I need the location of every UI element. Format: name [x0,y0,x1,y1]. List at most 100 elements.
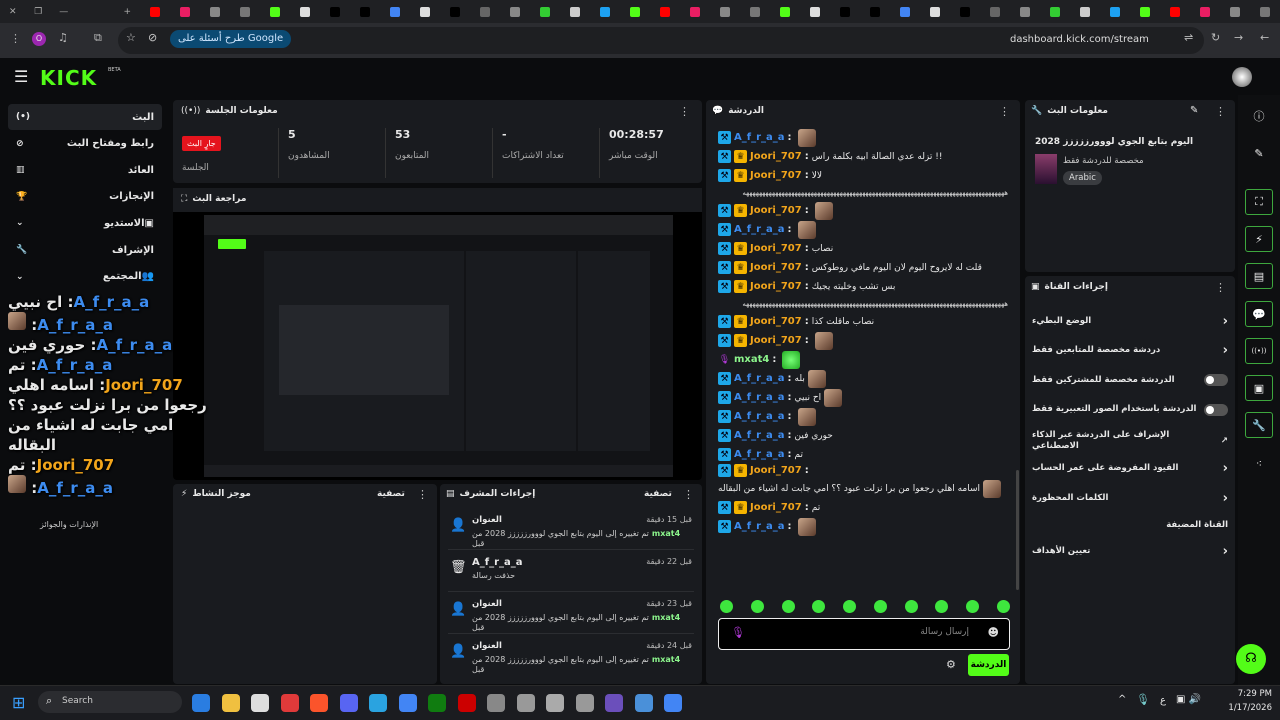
browser-tab[interactable] [1162,4,1188,20]
browser-tab[interactable] [412,4,438,20]
browser-tab[interactable] [592,4,618,20]
browser-tab[interactable] [1222,4,1248,20]
sidebar-item[interactable]: ▥العائد [8,157,162,183]
browser-tab[interactable] [262,4,288,20]
taskbar-app-icon[interactable] [664,694,682,712]
taskbar-app-icon[interactable] [280,694,299,712]
chat-username[interactable]: A_f_r_a_a [734,132,785,143]
more-widgets-icon[interactable]: ⁖ [1255,456,1263,470]
chat-username[interactable]: Joori_707 [750,502,802,513]
kick-logo[interactable]: KICK [40,66,98,90]
browser-tab[interactable] [1102,4,1128,20]
close-window-icon[interactable]: ✕ [8,6,17,17]
chat-username[interactable]: Joori_707 [750,170,802,181]
chat-username[interactable]: Joori_707 [750,316,802,327]
input-language[interactable]: ع [1160,695,1166,706]
omnibox[interactable] [118,27,1204,54]
chat-username[interactable]: A_f_r_a_a [734,430,785,441]
browser-tab[interactable] [442,4,468,20]
browser-tab[interactable] [1012,4,1038,20]
browser-tab[interactable] [322,4,348,20]
page-settings-icon[interactable]: ⇌ [1184,31,1194,44]
browser-tab[interactable] [952,4,978,20]
clock-date[interactable]: 1/17/2026 [1228,703,1272,713]
channel-action-item[interactable]: دردشة مخصصة للمتابعين فقط› [1032,342,1228,360]
tray-chevron-icon[interactable]: ^ [1118,694,1127,705]
extensions-icon[interactable]: ⧉ [94,31,102,44]
taskbar-app-icon[interactable] [221,694,240,712]
activity-menu-icon[interactable]: ⋮ [417,488,428,501]
sidebar-item[interactable]: 🏆الإنجازات [8,184,162,210]
taskbar-app-icon[interactable] [546,694,564,712]
taskbar-app-icon[interactable] [457,694,476,712]
browser-tab[interactable] [232,4,258,20]
quick-emote[interactable] [720,600,733,613]
camera-icon[interactable]: ▣ [1245,375,1273,401]
taskbar-app-icon[interactable] [516,694,535,712]
taskbar-app-icon[interactable] [605,694,623,712]
menu-kebab-icon[interactable]: ⋮ [10,32,21,45]
chat-messages[interactable]: ⚒A_f_r_a_a:⚒♛Joori_707:!! تزله عدي الصال… [718,128,1012,594]
browser-tab[interactable] [142,4,168,20]
taskbar-app-icon[interactable] [634,694,653,712]
channel-action-item[interactable]: الدردشة مخصصة للمشتركين فقط [1032,371,1228,389]
toggle-switch[interactable] [1204,374,1228,386]
taskbar-app-icon[interactable] [310,694,328,712]
quick-emote[interactable] [750,600,764,613]
chat-username[interactable]: A_f_r_a_a [734,373,785,384]
browser-tab[interactable] [772,4,798,20]
quick-emote[interactable] [966,600,980,613]
chat-username[interactable]: Joori_707 [750,335,802,346]
quick-emote[interactable] [873,600,887,613]
mod-filter-button[interactable]: تصفية [644,489,672,499]
browser-tab[interactable] [892,4,918,20]
category-thumbnail[interactable] [1035,154,1057,184]
tray-mic-icon[interactable]: 🎙 [1136,693,1150,706]
chat-username[interactable]: Joori_707 [750,465,802,476]
chat-icon[interactable]: 💬 [1245,301,1273,327]
network-volume-icon[interactable]: ▣ 🔊 [1176,694,1202,705]
browser-tab[interactable] [652,4,678,20]
quick-emote[interactable] [812,600,826,613]
chat-settings-gear-icon[interactable]: ⚙ [946,658,956,671]
quick-emote[interactable] [781,600,795,613]
quick-emote[interactable] [935,600,949,613]
browser-tab[interactable] [1132,4,1158,20]
browser-tab[interactable] [502,4,528,20]
bookmark-star-icon[interactable]: ☆ [126,31,136,44]
channel-actions-menu-icon[interactable]: ⋮ [1215,281,1226,294]
clock-time[interactable]: 7:29 PM [1237,689,1272,699]
back-icon[interactable]: → [1234,31,1244,44]
chat-username[interactable]: mxat4 [734,354,770,365]
mod-action-user[interactable]: mxat4 [651,655,681,664]
quick-emote[interactable] [843,600,857,613]
browser-tab[interactable] [862,4,888,20]
browser-tab[interactable] [352,4,378,20]
scan-icon[interactable]: ⛶ [1245,189,1273,215]
chat-input[interactable]: 🎙 إرسال رسالة ☻ [718,618,1010,650]
browser-tab[interactable] [682,4,708,20]
chat-username[interactable]: A_f_r_a_a [734,224,785,235]
mod-action-user[interactable]: mxat4 [651,529,681,538]
browser-tab[interactable] [1042,4,1068,20]
channel-action-item[interactable]: الوضع البطيء› [1032,312,1228,330]
category-name[interactable]: مخصصة للدردشة فقط [1063,156,1144,166]
url-text[interactable]: dashboard.kick.com/stream [1010,34,1149,45]
taskbar-search[interactable]: ⌕ Search [38,691,182,713]
profile-avatar[interactable]: O [32,32,46,46]
browser-tab[interactable] [172,4,198,20]
eye-off-icon[interactable]: ⊘ [148,31,158,44]
wrench-icon[interactable]: 🔧 [1245,412,1273,438]
info-icon[interactable]: ⓘ [1253,110,1265,123]
chat-username[interactable]: A_f_r_a_a [734,521,785,532]
set-goals-item[interactable]: تعيين الأهداف› [1032,542,1228,560]
browser-tab[interactable] [292,4,318,20]
browser-tab[interactable] [532,4,558,20]
taskbar-app-icon[interactable] [251,694,269,712]
emoji-icon[interactable]: ☻ [987,626,999,639]
channel-action-item[interactable]: الدردشة باستخدام الصور التعبيرية فقط [1032,401,1228,419]
browser-tab[interactable] [1072,4,1098,20]
document-icon[interactable]: ▤ [1245,263,1273,289]
browser-tab[interactable] [742,4,768,20]
